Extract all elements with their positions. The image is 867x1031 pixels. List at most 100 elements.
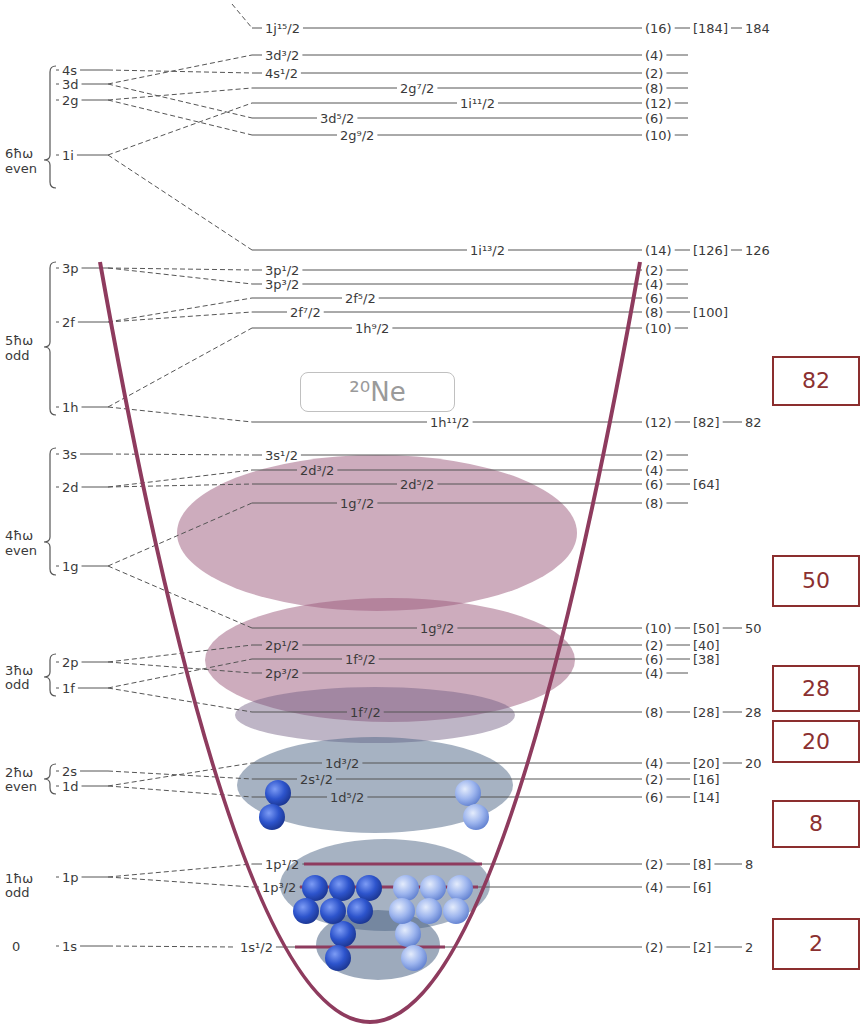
- level-line: [56, 688, 59, 689]
- level-label: 2g⁹/2: [340, 129, 374, 142]
- level-line: [252, 503, 337, 504]
- level-label: 3ħω: [5, 664, 33, 677]
- level-line: [78, 688, 108, 689]
- level-line: [666, 947, 690, 948]
- level-line: [723, 628, 742, 629]
- level-label: 1g: [62, 560, 79, 573]
- level-label: odd: [5, 678, 29, 691]
- split-line: [108, 268, 252, 284]
- neutron: [416, 898, 442, 924]
- level-label: [8]: [693, 858, 711, 871]
- proton: [302, 875, 328, 901]
- level-label: 3d⁵/2: [320, 112, 354, 125]
- level-label: (2): [645, 773, 663, 786]
- neutron: [393, 875, 419, 901]
- level-line: [82, 84, 108, 85]
- magic-number-box: 28: [772, 665, 860, 712]
- level-line: [666, 779, 690, 780]
- level-line: [56, 487, 59, 488]
- level-label: even: [5, 162, 37, 175]
- level-line: [302, 673, 642, 674]
- level-line: [675, 328, 688, 329]
- level-label: 3d: [62, 78, 79, 91]
- brace: [44, 654, 56, 696]
- magic-number-box: 82: [772, 356, 860, 406]
- level-label: 2p³/2: [265, 667, 299, 680]
- level-label: 1f: [62, 682, 75, 695]
- well-level: [304, 863, 482, 866]
- level-line: [666, 118, 688, 119]
- level-line: [302, 645, 642, 646]
- level-label: [2]: [693, 941, 711, 954]
- level-label: 2f⁵/2: [345, 292, 376, 305]
- magic-number: 50: [802, 570, 830, 592]
- level-label: 2g: [62, 94, 79, 107]
- proton: [329, 875, 355, 901]
- level-label: even: [5, 544, 37, 557]
- level-label: 2f: [62, 316, 75, 329]
- level-line: [498, 103, 642, 104]
- level-line: [302, 270, 642, 271]
- braces: [44, 66, 56, 794]
- split-line: [108, 103, 252, 155]
- level-line: [337, 470, 642, 471]
- magic-number: 20: [802, 731, 830, 753]
- level-label: (10): [645, 622, 672, 635]
- level-label: [100]: [693, 306, 728, 319]
- level-label: (4): [645, 757, 663, 770]
- level-label: 4s: [62, 64, 77, 77]
- level-label: (8): [645, 306, 663, 319]
- magic-number: 82: [802, 370, 830, 392]
- level-line: [377, 135, 642, 136]
- level-line: [80, 771, 108, 772]
- shell-ellipse: [237, 737, 513, 833]
- shell-ellipse: [235, 687, 515, 743]
- level-line: [82, 662, 108, 663]
- shell-ellipse: [177, 455, 577, 611]
- level-line: [252, 659, 342, 660]
- level-line: [252, 250, 467, 251]
- proton: [320, 898, 346, 924]
- well-level: [295, 946, 445, 949]
- level-line: [666, 284, 688, 285]
- level-line: [666, 659, 690, 660]
- level-line: [666, 470, 688, 471]
- level-line: [379, 298, 642, 299]
- level-label: [6]: [693, 881, 711, 894]
- split-line: [108, 659, 252, 688]
- level-label: 1d: [62, 780, 79, 793]
- level-label: (8): [645, 497, 663, 510]
- level-label: 1h¹¹/2: [430, 416, 470, 429]
- level-line: [714, 947, 742, 948]
- level-line: [80, 454, 108, 455]
- level-line: [392, 328, 642, 329]
- level-label: 2f⁷/2: [290, 306, 321, 319]
- level-line: [666, 887, 690, 888]
- level-line: [302, 284, 642, 285]
- level-label: 1d⁵/2: [330, 791, 364, 804]
- level-line: [666, 73, 688, 74]
- level-label: 3p: [62, 262, 79, 275]
- level-line: [56, 84, 59, 85]
- level-label: (14): [645, 244, 672, 257]
- level-label: 1i¹¹/2: [460, 97, 495, 110]
- proton: [293, 898, 319, 924]
- level-line: [666, 484, 690, 485]
- split-line: [108, 786, 252, 797]
- level-line: [675, 628, 690, 629]
- level-line: [56, 566, 59, 567]
- level-line: [324, 312, 642, 313]
- proton: [347, 898, 373, 924]
- level-label: (12): [645, 416, 672, 429]
- neutron: [389, 898, 415, 924]
- level-label: 1s¹/2: [240, 941, 273, 954]
- level-label: 2: [745, 941, 753, 954]
- level-label: 1h: [62, 401, 79, 414]
- level-line: [336, 779, 642, 780]
- level-label: (6): [645, 292, 663, 305]
- split-line: [108, 470, 252, 487]
- level-line: [666, 763, 690, 764]
- level-line: [78, 322, 108, 323]
- level-line: [731, 250, 742, 251]
